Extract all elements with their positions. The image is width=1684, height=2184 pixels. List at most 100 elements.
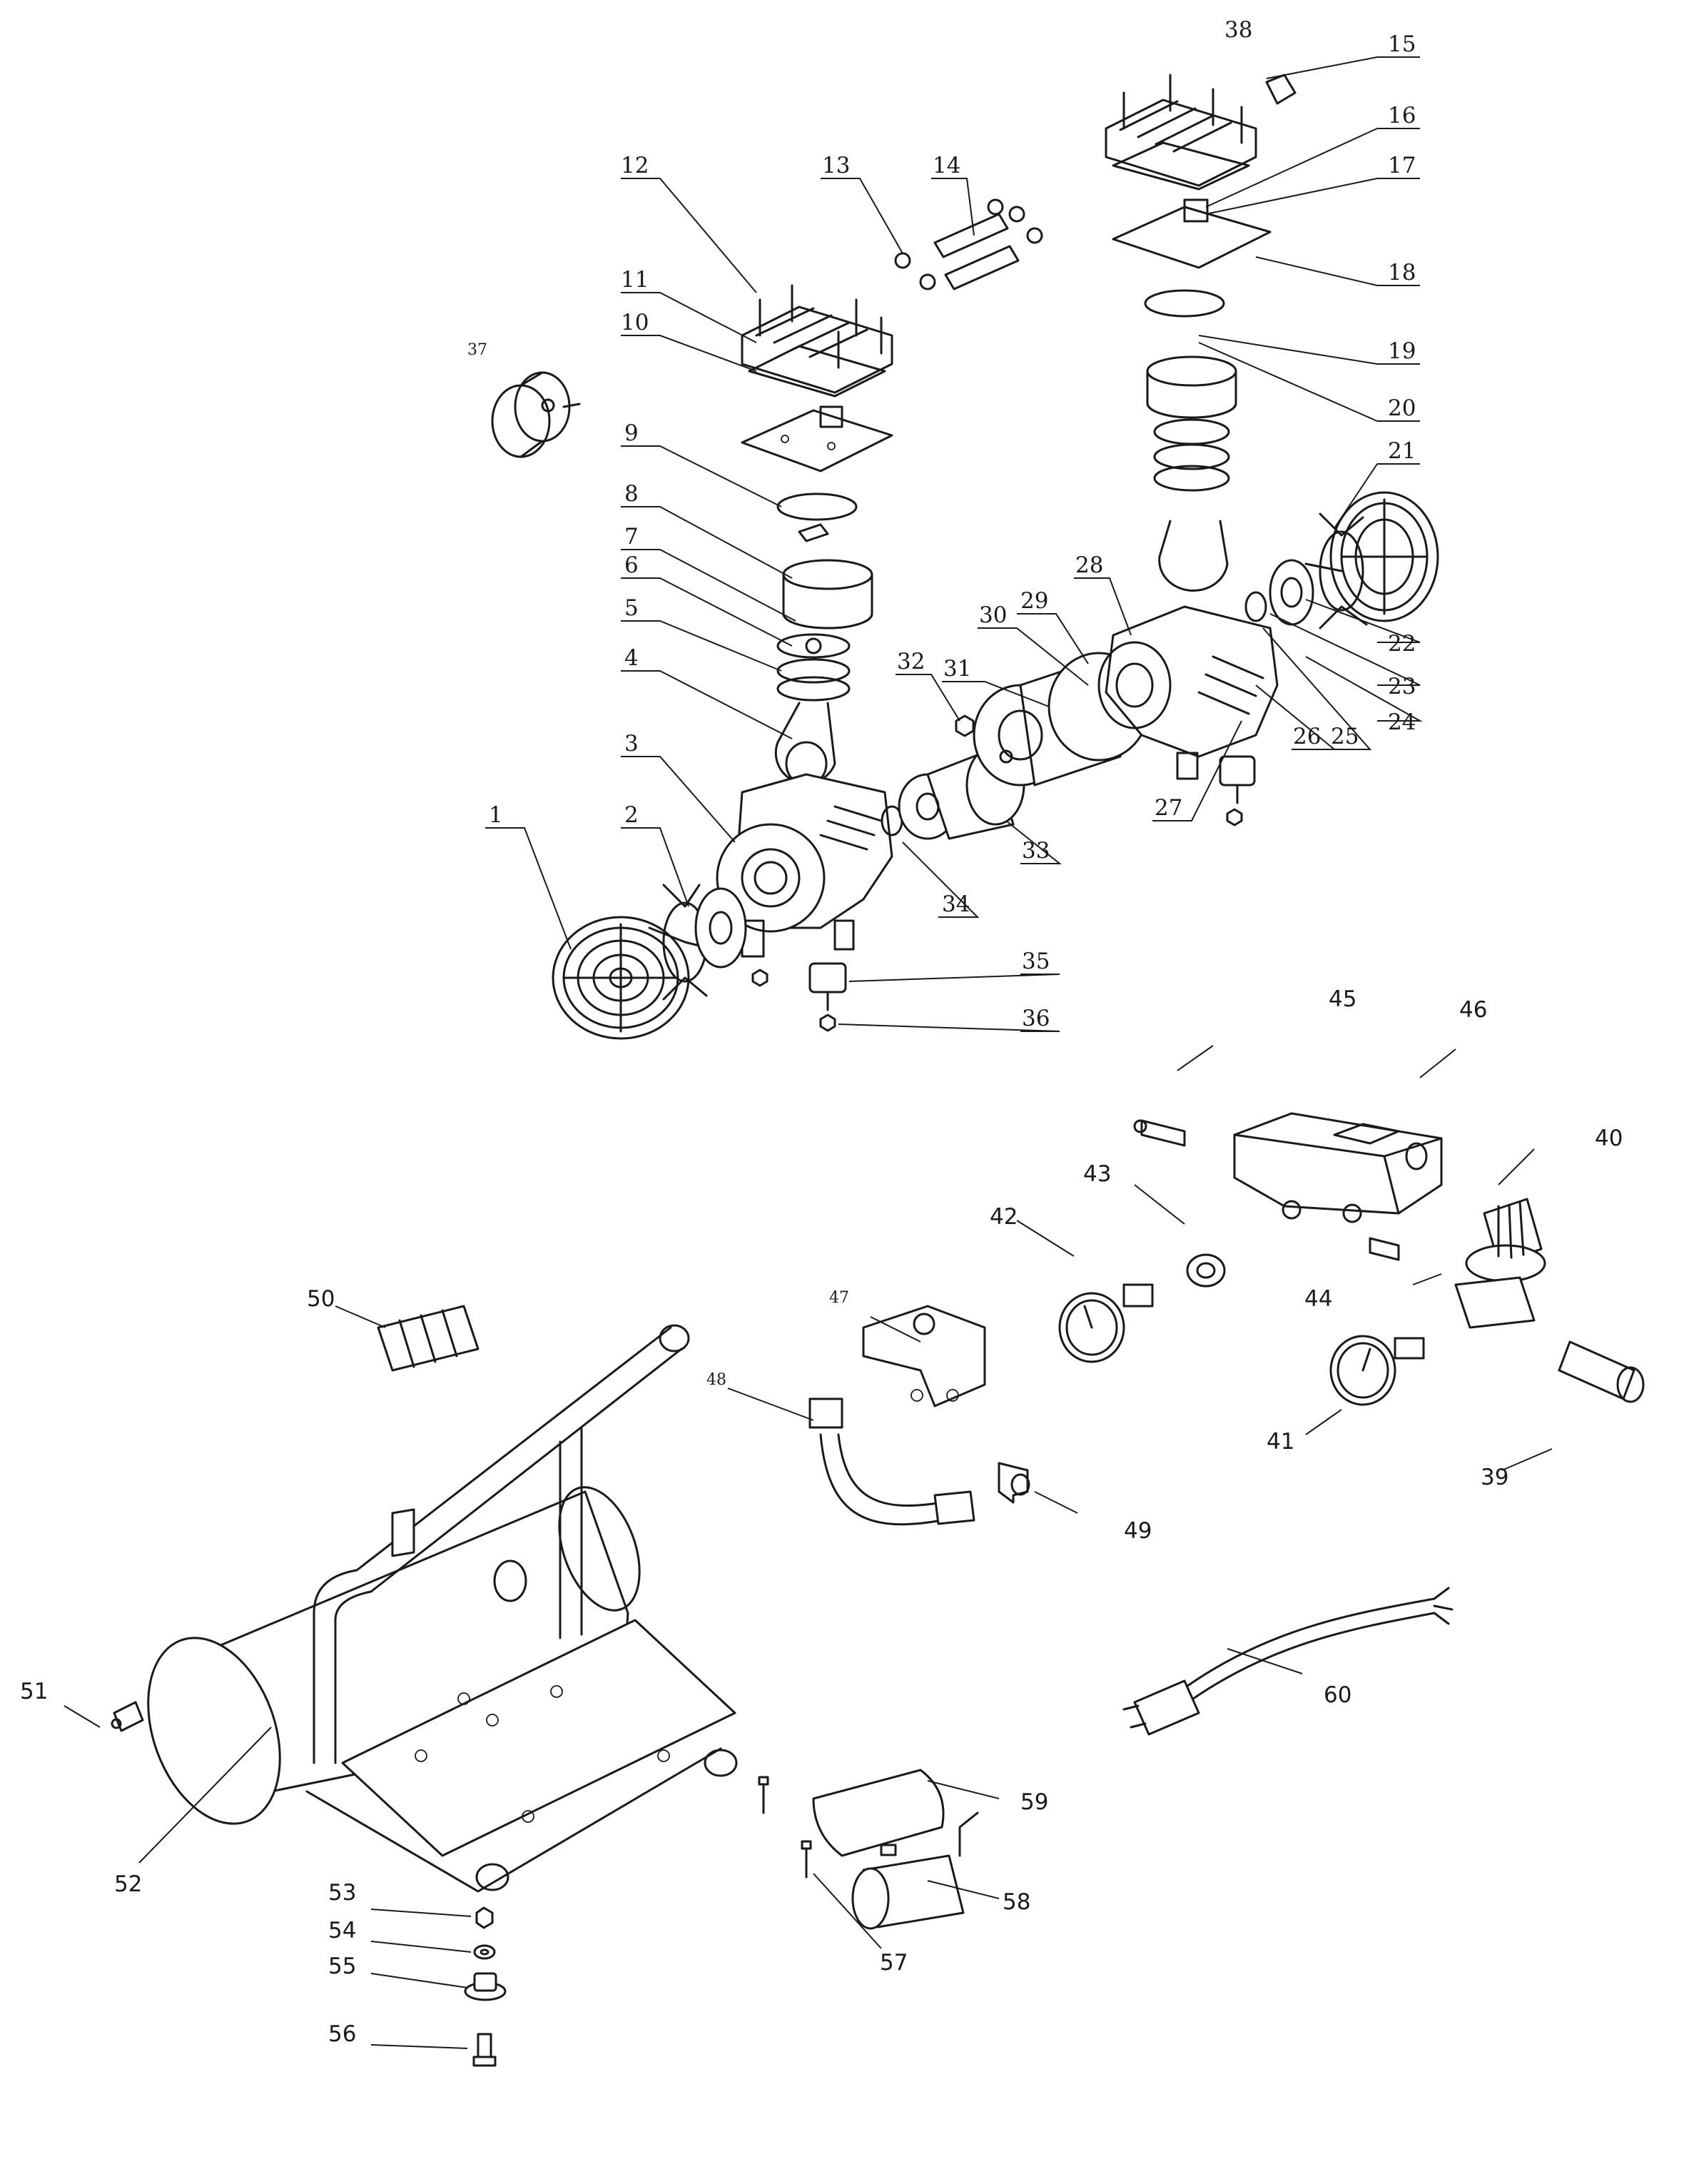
elbow-fitting [1265, 74, 1297, 105]
safety-valve [1133, 1119, 1186, 1147]
callout-14: 14 [933, 153, 960, 178]
callout-28: 28 [1075, 552, 1103, 578]
pressure-switch [1233, 1112, 1443, 1223]
callout-43: 43 [1083, 1161, 1111, 1187]
left-connecting-rod [774, 702, 836, 787]
callout-32: 32 [897, 649, 925, 674]
left-fan-guard [552, 916, 690, 1040]
left-o-ring [776, 492, 858, 521]
callout-47: 47 [829, 1289, 849, 1307]
tank-pressure-gauge [1058, 1283, 1154, 1363]
callout-56: 56 [328, 2021, 356, 2047]
right-piston-rings [1153, 418, 1230, 492]
callout-23: 23 [1388, 674, 1416, 699]
callout-15: 15 [1388, 31, 1416, 57]
callout-31: 31 [943, 656, 971, 682]
right-fan [1244, 512, 1368, 630]
callout-41: 41 [1267, 1429, 1294, 1455]
callout-10: 10 [621, 310, 649, 335]
callout-7: 7 [624, 524, 639, 550]
callout-48: 48 [706, 1371, 726, 1389]
callout-25: 25 [1331, 724, 1359, 749]
left-cylinder-head [741, 284, 893, 398]
callout-51: 51 [20, 1679, 48, 1704]
check-valve [862, 1305, 986, 1407]
callout-45: 45 [1329, 986, 1356, 1012]
leader-lines [64, 56, 1553, 2049]
transfer-tubes [894, 198, 1043, 290]
callout-30: 30 [979, 602, 1007, 628]
callout-39: 39 [1481, 1465, 1508, 1490]
callout-42: 42 [990, 1204, 1018, 1230]
callout-46: 46 [1459, 997, 1487, 1023]
callout-35: 35 [1022, 949, 1050, 974]
callout-21: 21 [1388, 438, 1416, 464]
right-o-ring [1144, 289, 1225, 318]
right-cylinder-sleeve [1146, 355, 1237, 419]
callout-1: 1 [489, 802, 503, 828]
output-pressure-gauge [1329, 1335, 1425, 1406]
callout-29: 29 [1020, 588, 1048, 614]
callout-6: 6 [624, 552, 639, 578]
callout-53: 53 [328, 1880, 356, 1906]
callout-34: 34 [942, 891, 970, 917]
callout-9: 9 [624, 420, 639, 446]
callout-58: 58 [1003, 1889, 1030, 1915]
callout-11: 11 [621, 267, 649, 293]
air-filter [491, 371, 581, 458]
callout-8: 8 [624, 481, 639, 507]
callout-22: 22 [1388, 631, 1416, 657]
callout-labels: 1 2 3 4 5 6 7 8 9 10 11 12 13 14 15 16 1… [20, 17, 1623, 2047]
power-cord [1122, 1587, 1454, 1736]
handle-grip [377, 1305, 480, 1372]
capacitor-cover [812, 1769, 945, 1857]
unloader-tube [808, 1397, 975, 1526]
callout-49: 49 [1124, 1518, 1152, 1544]
quick-coupler [1558, 1340, 1645, 1403]
callout-26: 26 [1293, 724, 1321, 749]
callout-12: 12 [621, 153, 649, 178]
tank-elbow [998, 1462, 1030, 1504]
callout-17: 17 [1388, 153, 1416, 178]
left-cylinder-sleeve [782, 559, 873, 630]
left-valve-plate [741, 405, 893, 472]
callout-60: 60 [1324, 1682, 1351, 1708]
rubber-mounts [751, 755, 1256, 1032]
callout-59: 59 [1020, 1789, 1048, 1815]
callout-40: 40 [1595, 1126, 1623, 1151]
control-assembly [808, 1112, 1645, 1526]
callout-33: 33 [1022, 838, 1050, 864]
callout-16: 16 [1388, 103, 1416, 128]
callout-44: 44 [1304, 1286, 1332, 1312]
regulator [1454, 1198, 1546, 1329]
tank-frame-assembly [111, 1305, 1454, 2067]
right-cylinder-head [1105, 74, 1257, 191]
callout-52: 52 [114, 1871, 142, 1897]
hex-nipple [1369, 1237, 1400, 1261]
callout-50: 50 [307, 1286, 335, 1312]
callout-19: 19 [1388, 338, 1416, 364]
callout-3: 3 [624, 731, 639, 757]
right-connecting-rod [1158, 520, 1229, 592]
capacitor [851, 1811, 979, 1930]
right-valve-plate [1112, 198, 1272, 269]
callout-13: 13 [822, 153, 850, 178]
nut-32 [955, 714, 975, 737]
callout-5: 5 [624, 595, 639, 621]
callout-54: 54 [328, 1918, 356, 1943]
screws [758, 1776, 812, 1879]
callout-18: 18 [1388, 260, 1416, 285]
right-fan-guard [1329, 491, 1439, 622]
callout-55: 55 [328, 1953, 356, 1979]
callout-38: 38 [1224, 17, 1252, 43]
callout-36: 36 [1022, 1006, 1050, 1031]
callout-27: 27 [1155, 795, 1182, 821]
callout-24: 24 [1388, 709, 1416, 735]
callout-4: 4 [624, 645, 639, 671]
frame-and-base [305, 1324, 738, 1893]
left-fan [648, 884, 747, 1001]
rubber-foot-hardware [464, 1906, 507, 2067]
callout-37: 37 [467, 341, 487, 359]
left-piston-rings [776, 633, 851, 702]
